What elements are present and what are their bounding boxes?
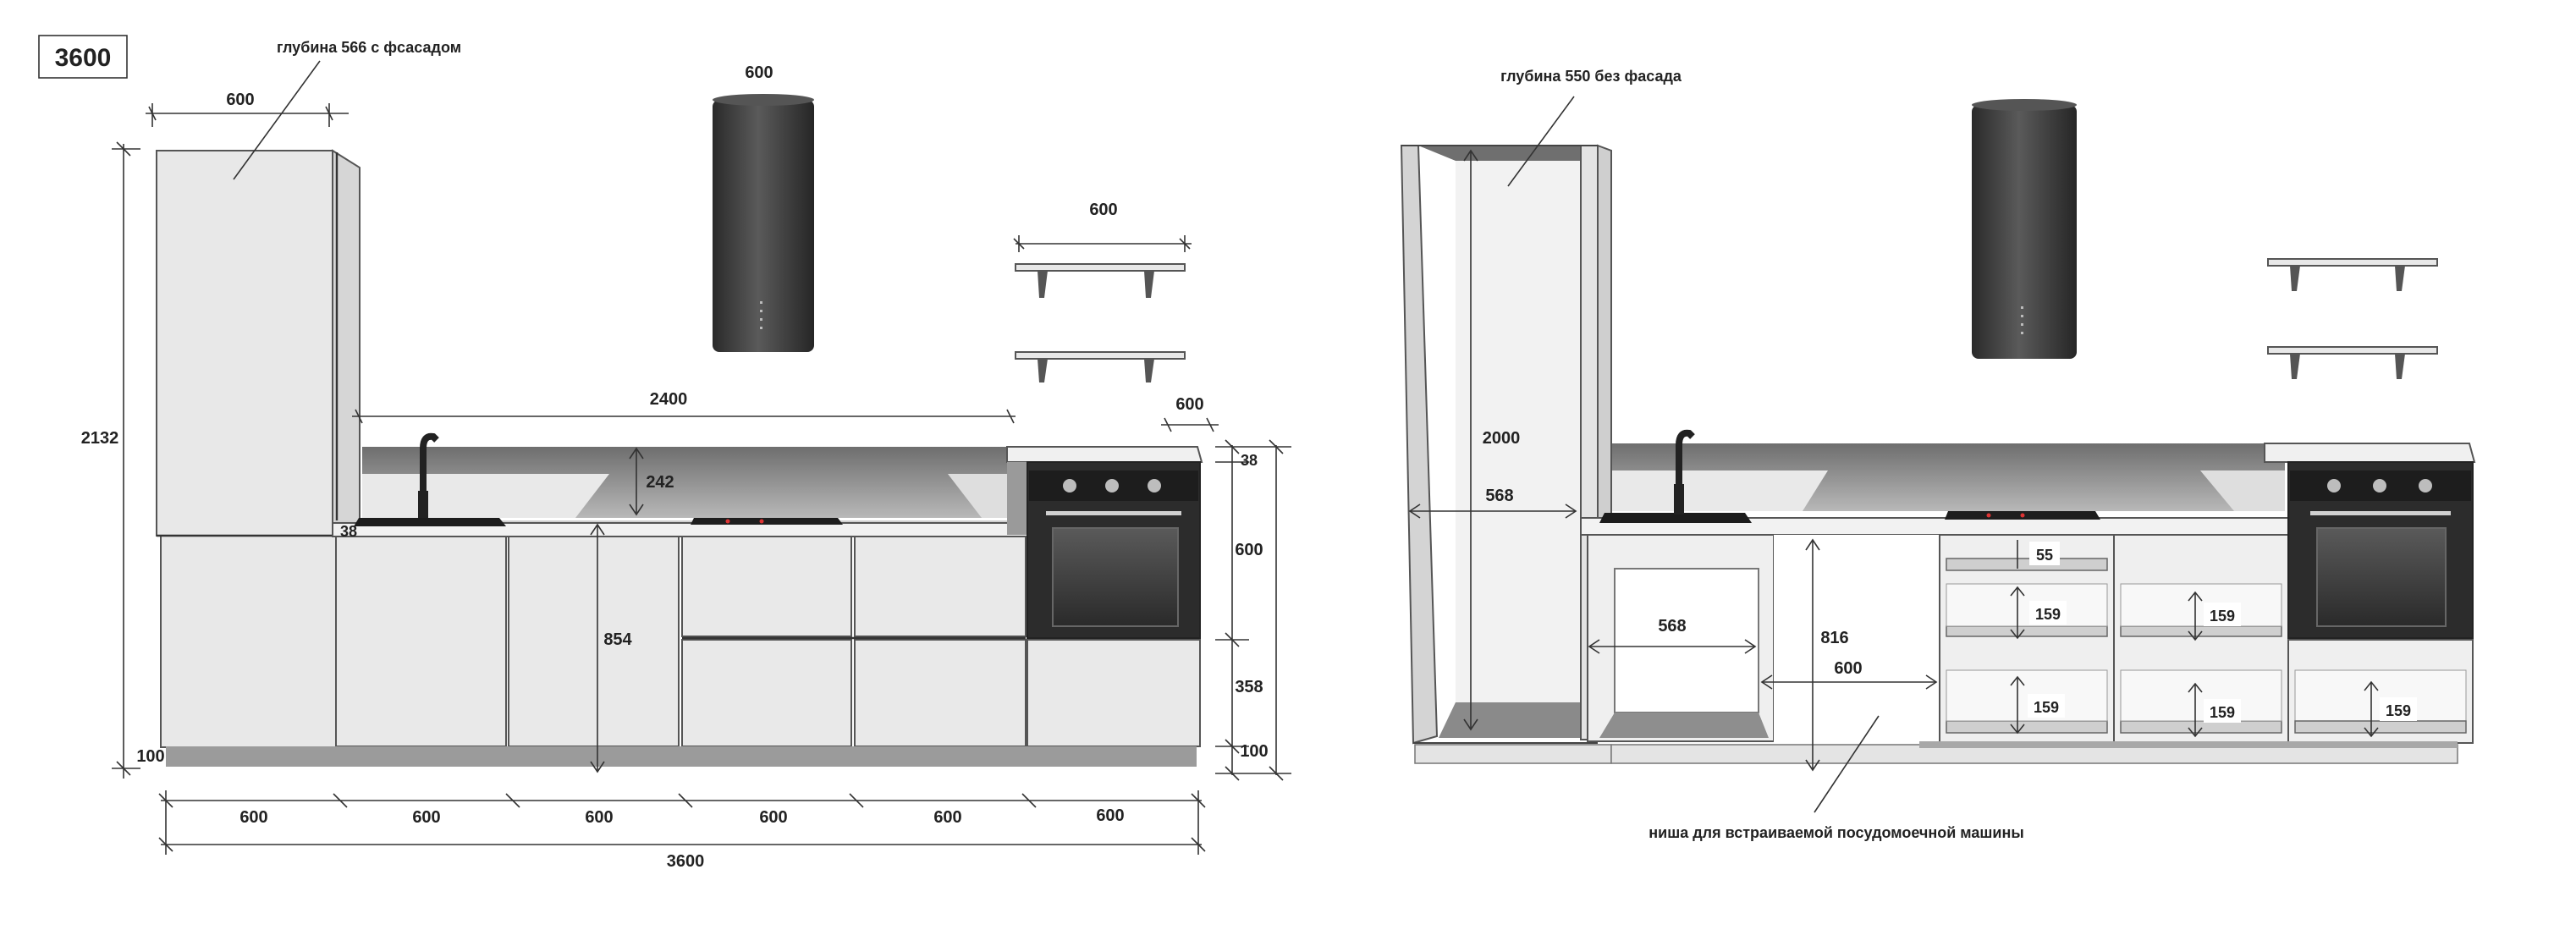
oven-column-side — [1007, 462, 1027, 535]
leader-line-niche — [1814, 715, 1880, 813]
tall-carcass-floor-shadow — [1439, 702, 1581, 738]
sink-carcass-bottom — [1599, 713, 1769, 738]
faucet-right — [1676, 429, 1695, 513]
tall-carcass-outer-side — [1597, 144, 1612, 531]
label-module-width-6: 600 — [1096, 806, 1124, 825]
shelf-upper — [1015, 263, 1186, 298]
hob-light — [1986, 513, 1991, 518]
label-gap-col1-1: 55 — [2036, 547, 2053, 564]
label-drawer-height: 358 — [1235, 678, 1263, 696]
plinth-right — [1414, 744, 1612, 764]
plinth-right-3 — [1919, 741, 2458, 748]
shelf-lower — [1015, 351, 1186, 382]
label-plinth: 100 — [136, 747, 164, 766]
oven-knob-icon — [2373, 479, 2386, 493]
depth-note-left: глубина 566 с фсасадом — [277, 39, 461, 56]
oven-column-drawer — [1027, 639, 1201, 747]
sink — [354, 518, 506, 526]
label-tall-inner-depth: 568 — [1485, 487, 1513, 505]
shelf-right-upper — [2267, 258, 2438, 291]
base-door-5 — [854, 536, 1027, 637]
label-right-plinth: 100 — [1240, 742, 1268, 761]
label-module-width-4: 600 — [759, 808, 787, 827]
tall-cabinet-lower — [160, 535, 337, 748]
label-right-top: 38 — [1241, 452, 1258, 469]
label-total-width: 3600 — [667, 852, 705, 871]
label-hood-width: 600 — [745, 63, 773, 82]
oven-knob-icon — [2419, 479, 2432, 493]
faucet — [420, 432, 439, 518]
oven-knob-icon — [2327, 479, 2341, 493]
title-box: 3600 — [38, 35, 128, 79]
label-gap-col1-2: 159 — [2035, 606, 2061, 623]
sink-right — [1599, 513, 1752, 523]
oven-window — [1052, 527, 1179, 627]
oven-column-top — [1006, 446, 1203, 463]
label-worktop-span: 2400 — [650, 390, 688, 409]
label-gap-col2-1: 159 — [2210, 608, 2235, 625]
page-title: 3600 — [55, 44, 112, 72]
plinth — [166, 746, 1197, 767]
label-sink-depth: 568 — [1658, 617, 1686, 636]
base-door-2 — [508, 536, 680, 747]
hob — [691, 518, 843, 525]
label-gap-col3-1: 159 — [2386, 702, 2411, 719]
oven-handle — [1046, 511, 1181, 515]
oven-column-right — [2264, 443, 2476, 744]
label-backsplash: 242 — [646, 473, 674, 492]
faucet-base — [418, 491, 428, 520]
hob-light — [725, 519, 730, 524]
backsplash-light — [362, 474, 609, 518]
depth-note-right: глубина 550 без фасада — [1500, 68, 1682, 85]
label-gap-col1-3: 159 — [2034, 699, 2059, 716]
faucet-right-base — [1674, 484, 1684, 515]
label-gap-col2-2: 159 — [2210, 704, 2235, 721]
label-module-width-5: 600 — [933, 808, 961, 827]
label-tall-width: 600 — [226, 91, 254, 109]
dishwasher-niche — [1774, 535, 1940, 743]
base-door-1 — [335, 536, 507, 747]
tall-cabinet-upper — [156, 150, 333, 537]
label-module-width-2: 600 — [412, 808, 440, 827]
niche-note: ниша для встраиваемой посудомоечной маши… — [1649, 824, 2023, 841]
backsplash-light-right-2 — [2200, 470, 2285, 511]
label-oven-height: 600 — [1235, 541, 1263, 559]
label-tall-inner-height: 2000 — [1483, 429, 1521, 448]
label-base-height: 854 — [603, 630, 632, 649]
leader-line-right — [1507, 96, 1575, 187]
backsplash-light-right — [1610, 470, 1828, 511]
left-view: глубина 566 с фсасадом 600 600 600 2400 … — [81, 39, 1291, 871]
shelf-right-lower — [2267, 346, 2438, 379]
hob-light — [2020, 513, 2025, 518]
base-door-6 — [854, 639, 1027, 747]
oven-knob-icon — [1148, 479, 1161, 493]
base-door-3 — [681, 536, 852, 637]
drawer-carcass-1 — [1939, 534, 2115, 744]
range-hood-right — [1972, 99, 2077, 359]
leader-line — [233, 60, 321, 180]
label-worktop-thickness: 38 — [340, 523, 357, 540]
label-shelf-width: 600 — [1089, 201, 1117, 219]
oven-knob-icon — [1063, 479, 1076, 493]
label-dishwasher-width: 600 — [1834, 659, 1862, 678]
backsplash-light-2 — [948, 474, 1016, 518]
sink-carcass-inner — [1614, 568, 1759, 713]
drawer-carcass-2 — [2113, 534, 2289, 744]
oven-knob-icon — [1105, 479, 1119, 493]
label-dishwasher-height: 816 — [1820, 629, 1848, 647]
label-module-width-1: 600 — [239, 808, 267, 827]
tall-carcass-left-side — [1400, 145, 1439, 745]
label-oven-col: 600 — [1175, 395, 1203, 414]
tall-carcass-back — [1418, 146, 1581, 161]
right-view: глубина 550 без фасада 2000 568 568 816 … — [1400, 68, 2476, 841]
base-door-4 — [681, 639, 852, 747]
hob-light — [759, 519, 764, 524]
label-total-height: 2132 — [81, 429, 119, 448]
range-hood — [713, 94, 814, 352]
tall-carcass-inner — [1456, 161, 1581, 702]
label-module-width-3: 600 — [585, 808, 613, 827]
